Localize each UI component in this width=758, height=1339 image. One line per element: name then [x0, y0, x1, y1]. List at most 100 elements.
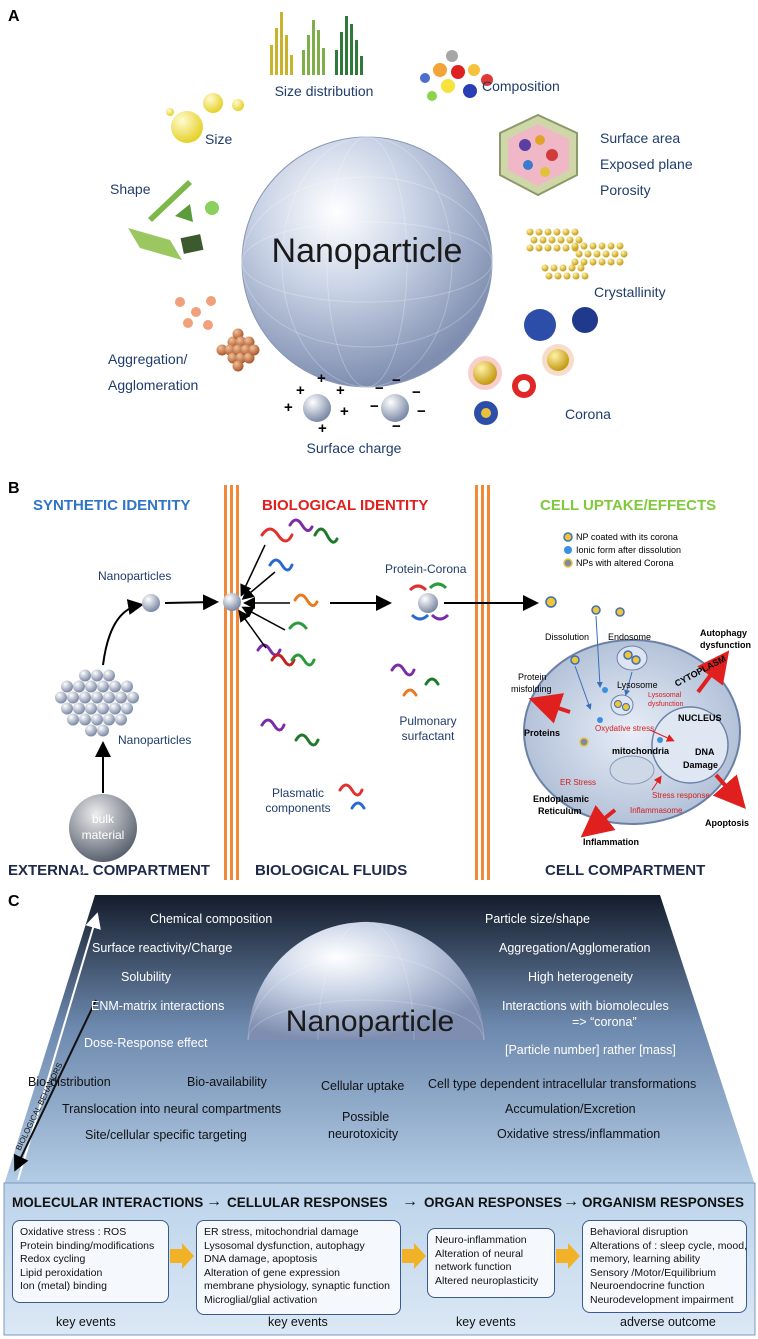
crystal-atom [584, 250, 592, 258]
crystal-atom [545, 272, 553, 280]
crystal-atom [541, 264, 549, 272]
label-misfolding: misfolding [511, 684, 552, 694]
crystal-atom [620, 250, 628, 258]
membrane-nanoparticle [223, 593, 241, 611]
stage-arrow: → [402, 1193, 418, 1210]
membrane-right [475, 485, 490, 880]
bio-translocation: Translocation into neural compartments [62, 1102, 282, 1116]
prop-surface-reactivity: Surface reactivity/Charge [92, 941, 233, 955]
cluster-nanoparticle [91, 713, 103, 726]
stage-organ: ORGAN RESPONSES [424, 1195, 563, 1210]
crystal-atom [580, 242, 588, 250]
cell-particles [545, 596, 663, 747]
box1-line: Oxidative stress : ROS [20, 1226, 127, 1238]
bio-cellular-uptake: Cellular uptake [321, 1079, 405, 1093]
label-plasmatic: Plasmatic [271, 786, 325, 800]
bio-accumulation: Accumulation/Excretion [505, 1102, 636, 1116]
crystal-atom [559, 264, 567, 272]
aggregate-particle [248, 344, 260, 356]
legend-item-altered: NPs with altered Corona [576, 558, 674, 568]
panel-b-letter: B [8, 480, 20, 497]
cluster-nanoparticle [73, 702, 85, 715]
panel-c-letter: C [8, 893, 20, 910]
label-surfactant: surfactant [401, 729, 455, 743]
label-composition: Composition [482, 78, 560, 94]
label-inflammasome: Inflammasome [630, 806, 683, 815]
mitochondria-shape [609, 755, 655, 785]
label-lysosomal: Lysosomal [648, 692, 682, 699]
cluster-nanoparticle [121, 680, 133, 693]
crystal-atom [571, 228, 579, 236]
crystal-atom [611, 250, 619, 258]
box2-line: Alteration of gene expression [204, 1266, 341, 1279]
label-stress-response: Stress response [652, 791, 710, 800]
header-biological-identity: BIOLOGICAL IDENTITY [262, 497, 429, 514]
minus-sign: − [392, 418, 401, 435]
cluster-nanoparticle [97, 702, 109, 715]
cluster-nanoparticle [115, 691, 127, 704]
footer-adverse-outcome: adverse outcome [620, 1315, 716, 1329]
prop-chemical-composition: Chemical composition [150, 912, 273, 926]
prop-heterogeneity: High heterogeneity [528, 970, 633, 984]
crystal-atom [581, 272, 589, 280]
nanoparticle-sphere [241, 136, 493, 388]
label-protein-corona: Protein-Corona [385, 562, 467, 576]
stage-cellular: CELLULAR RESPONSES [227, 1195, 388, 1210]
label-size: Size [205, 131, 233, 147]
box-cellular-responses: ER stress, mitochondrial damage Lysosoma… [196, 1220, 401, 1315]
crystal-atom [589, 242, 597, 250]
crystal-atom [548, 236, 556, 244]
label-protein: Protein [518, 672, 547, 682]
crystal-atom [535, 244, 543, 252]
box1-line: Ion (metal) binding [20, 1280, 107, 1292]
plus-sign: + [317, 370, 326, 387]
crystal-atom [553, 244, 561, 252]
minus-sign: − [417, 403, 426, 420]
crystal-atom [566, 236, 574, 244]
panel-a-graphics [128, 12, 628, 425]
footer-biological-fluids: BIOLOGICAL FLUIDS [255, 862, 408, 879]
label-components: components [265, 801, 331, 815]
stage-organism: ORGANISM RESPONSES [582, 1195, 745, 1210]
label-nanoparticles-top: Nanoparticles [98, 569, 172, 583]
box-molecular-interactions: Oxidative stress : ROS Protein binding/m… [12, 1220, 169, 1303]
crystal-atom [575, 236, 583, 244]
aggregate-particle [216, 344, 228, 356]
label-autophagy: Autophagy [700, 628, 747, 638]
cluster-nanoparticle [79, 691, 91, 704]
label-pulmonary: Pulmonary [399, 714, 457, 728]
panel-a-letter: A [8, 8, 20, 25]
crystal-atom [572, 272, 580, 280]
cluster-nanoparticle [61, 680, 73, 693]
crystal-atom [577, 264, 585, 272]
prop-particle-number: [Particle number] rather [mass] [505, 1043, 676, 1057]
label-lysosome: Lysosome [617, 680, 658, 690]
bio-distribution: Bio-distribution [28, 1075, 111, 1089]
box4-line: Behavioral disruption [590, 1226, 689, 1238]
prop-interactions: Interactions with biomolecules [502, 999, 669, 1013]
label-er-stress: ER Stress [560, 778, 597, 787]
label-apoptosis: Apoptosis [705, 818, 749, 828]
crystal-atom [616, 258, 624, 266]
label-damage: Damage [683, 760, 719, 770]
footer-cell-compartment: CELL COMPARTMENT [545, 862, 706, 879]
surface-area-icon [499, 113, 578, 197]
header-cell-uptake: CELL UPTAKE/EFFECTS [540, 497, 717, 514]
cluster-nanoparticle [103, 669, 115, 682]
bio-site-targeting: Site/cellular specific targeting [85, 1128, 247, 1142]
label-reticulum: Reticulum [538, 806, 582, 816]
crystal-atom [535, 228, 543, 236]
nanoparticle-hemisphere [248, 922, 484, 1040]
cluster-nanoparticle [115, 713, 127, 726]
label-dna: DNA [695, 747, 715, 757]
label-shape: Shape [110, 181, 151, 197]
cluster-nanoparticle [109, 702, 121, 715]
aggregate-particle [232, 360, 244, 372]
crystal-atom [562, 228, 570, 236]
bio-cell-type: Cell type dependent intracellular transf… [428, 1077, 697, 1091]
label-endoplasmic: Endoplasmic [533, 794, 590, 804]
stage-arrow: → [206, 1193, 222, 1210]
cluster-nanoparticle [73, 680, 85, 693]
crystal-atom [607, 258, 615, 266]
nanoparticle-label-c: Nanoparticle [285, 1005, 455, 1038]
